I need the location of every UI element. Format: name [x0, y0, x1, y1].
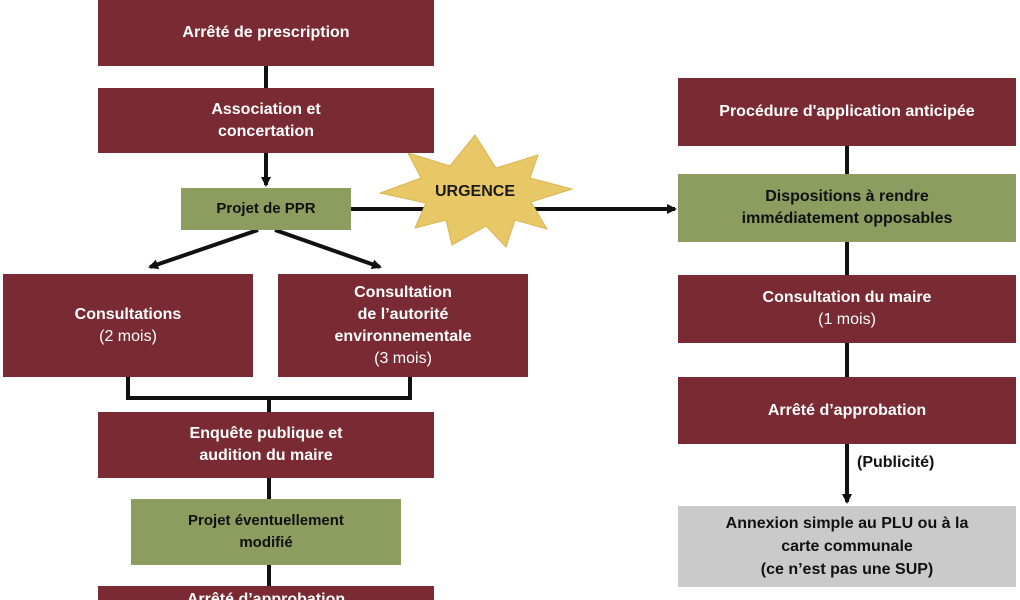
- urgence-label: URGENCE: [434, 183, 515, 200]
- node-text: Arrêté de prescription: [182, 24, 350, 41]
- node-text: Annexion simple au PLU ou à la: [725, 515, 969, 532]
- node-text: Consultations: [74, 305, 182, 323]
- node-consultation-maire: Consultation du maire (1 mois): [678, 275, 1016, 343]
- node-projet-ppr: Projet de PPR: [181, 188, 351, 230]
- node-text: Arrêté d’approbation: [186, 591, 346, 600]
- edge-merge-consultations: [126, 377, 412, 400]
- edge-projet-autorite: [274, 228, 382, 270]
- node-association-concertation: Association et concertation: [98, 88, 434, 153]
- node-text: Association et: [211, 100, 321, 118]
- node-dispositions-opposables: Dispositions à rendre immédiatement oppo…: [678, 174, 1016, 242]
- node-subtext: (2 mois): [99, 327, 157, 345]
- node-text: Consultation du maire: [762, 289, 932, 306]
- publicite-label: (Publicité): [857, 454, 935, 471]
- node-text: (ce n’est pas une SUP): [760, 561, 934, 578]
- node-annexion-plu: Annexion simple au PLU ou à la carte com…: [678, 506, 1016, 587]
- node-text: Procédure d'application anticipée: [719, 103, 975, 120]
- node-projet-modifie: Projet éventuellement modifié: [131, 499, 401, 565]
- node-text: Arrêté d’approbation: [767, 401, 927, 419]
- node-text: de l’autorité: [357, 305, 449, 323]
- node-text: environnementale: [334, 327, 472, 345]
- node-subtext: (1 mois): [818, 311, 876, 328]
- node-text: modifié: [239, 534, 293, 551]
- urgence-starburst: [378, 134, 574, 248]
- node-arrete-prescription: Arrêté de prescription: [98, 0, 434, 66]
- node-text: Consultation: [354, 283, 452, 301]
- node-arrete-approbation-left: Arrêté d’approbation: [98, 586, 434, 600]
- node-text: Dispositions à rendre: [765, 188, 929, 205]
- node-arrete-approbation-right: Arrêté d’approbation: [678, 377, 1016, 444]
- node-text: Enquête publique et: [189, 425, 343, 442]
- node-text: Projet de PPR: [216, 200, 316, 217]
- node-text: carte communale: [781, 538, 913, 555]
- node-text: immédiatement opposables: [741, 210, 953, 227]
- node-consultations: Consultations (2 mois): [3, 274, 253, 377]
- node-consultation-autorite: Consultation de l’autorité environnement…: [278, 274, 528, 377]
- node-subtext: (3 mois): [374, 349, 432, 367]
- node-text: audition du maire: [199, 447, 333, 464]
- node-procedure-anticipee: Procédure d'application anticipée: [678, 78, 1016, 146]
- node-text: concertation: [217, 122, 314, 140]
- edge-projet-consultations: [148, 228, 259, 270]
- node-text: Projet éventuellement: [188, 512, 344, 529]
- node-enquete-publique: Enquête publique et audition du maire: [98, 412, 434, 478]
